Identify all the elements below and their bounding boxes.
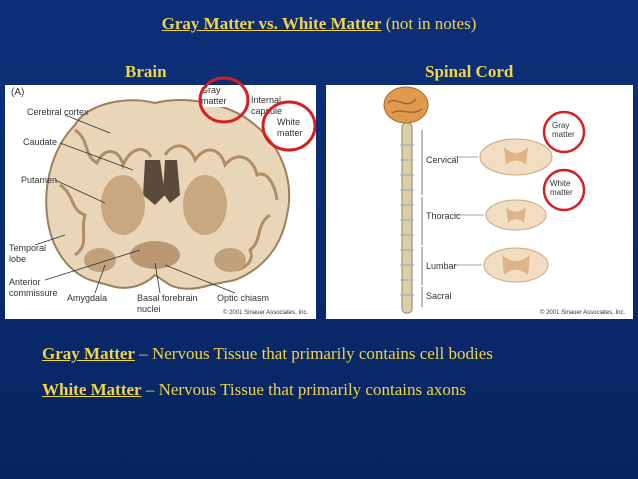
spinal-white-matter-callout: White matter bbox=[550, 179, 573, 197]
label-anterior-commissure: Anterior commissure bbox=[9, 277, 58, 298]
label-cerebral-cortex: Cerebral cortex bbox=[27, 107, 89, 117]
label-internal-capsule: Internal capsule bbox=[251, 95, 283, 116]
brain-illustration bbox=[45, 98, 291, 290]
white-matter-callout: White matter bbox=[277, 117, 303, 138]
definition-gray-matter: Gray Matter – Nervous Tissue that primar… bbox=[42, 344, 493, 364]
definition-white-matter: White Matter – Nervous Tissue that prima… bbox=[42, 380, 466, 400]
panel-letter: (A) bbox=[11, 87, 25, 98]
brain-copyright: © 2001 Sinauer Associates, Inc. bbox=[223, 310, 309, 316]
spinal-gray-matter-callout: Gray matter bbox=[552, 121, 575, 139]
title-note: (not in notes) bbox=[385, 14, 477, 33]
label-temporal-lobe: Temporal lobe bbox=[9, 243, 47, 264]
title-emphasis: Gray Matter vs. White Matter bbox=[161, 14, 382, 33]
label-putamen: Putamen bbox=[21, 175, 58, 185]
label-optic-chiasm: Optic chiasm bbox=[217, 293, 270, 303]
label-caudate: Caudate bbox=[23, 137, 58, 147]
label-basal-forebrain: Basal forebrain nuclei bbox=[137, 293, 198, 314]
region-lumbar: Lumbar bbox=[426, 261, 457, 271]
brain-callout-overlay bbox=[34, 100, 316, 294]
slide-title: Gray Matter vs. White Matter (not in not… bbox=[0, 14, 638, 34]
spinal-cord-figure: Cervical Thoracic Lumbar Sacral Gray mat… bbox=[326, 85, 633, 319]
brain-figure: (A) Cerebral cortex Gray matter Internal… bbox=[5, 85, 316, 319]
term-white-matter: White Matter bbox=[42, 380, 142, 399]
label-amygdala: Amygdala bbox=[67, 293, 108, 303]
region-sacral: Sacral bbox=[426, 291, 452, 301]
definition-gray-text: – Nervous Tissue that primarily contains… bbox=[134, 344, 493, 363]
region-thoracic: Thoracic bbox=[426, 211, 461, 221]
spinal-cord-heading: Spinal Cord bbox=[425, 62, 514, 81]
term-gray-matter: Gray Matter bbox=[42, 344, 135, 363]
definition-white-text: – Nervous Tissue that primarily contains… bbox=[141, 380, 466, 399]
spinal-cord-illustration bbox=[383, 86, 586, 314]
brain-heading: Brain bbox=[125, 62, 167, 81]
region-cervical: Cervical bbox=[426, 155, 459, 165]
spinal-copyright: © 2001 Sinauer Associates, Inc. bbox=[540, 310, 626, 316]
